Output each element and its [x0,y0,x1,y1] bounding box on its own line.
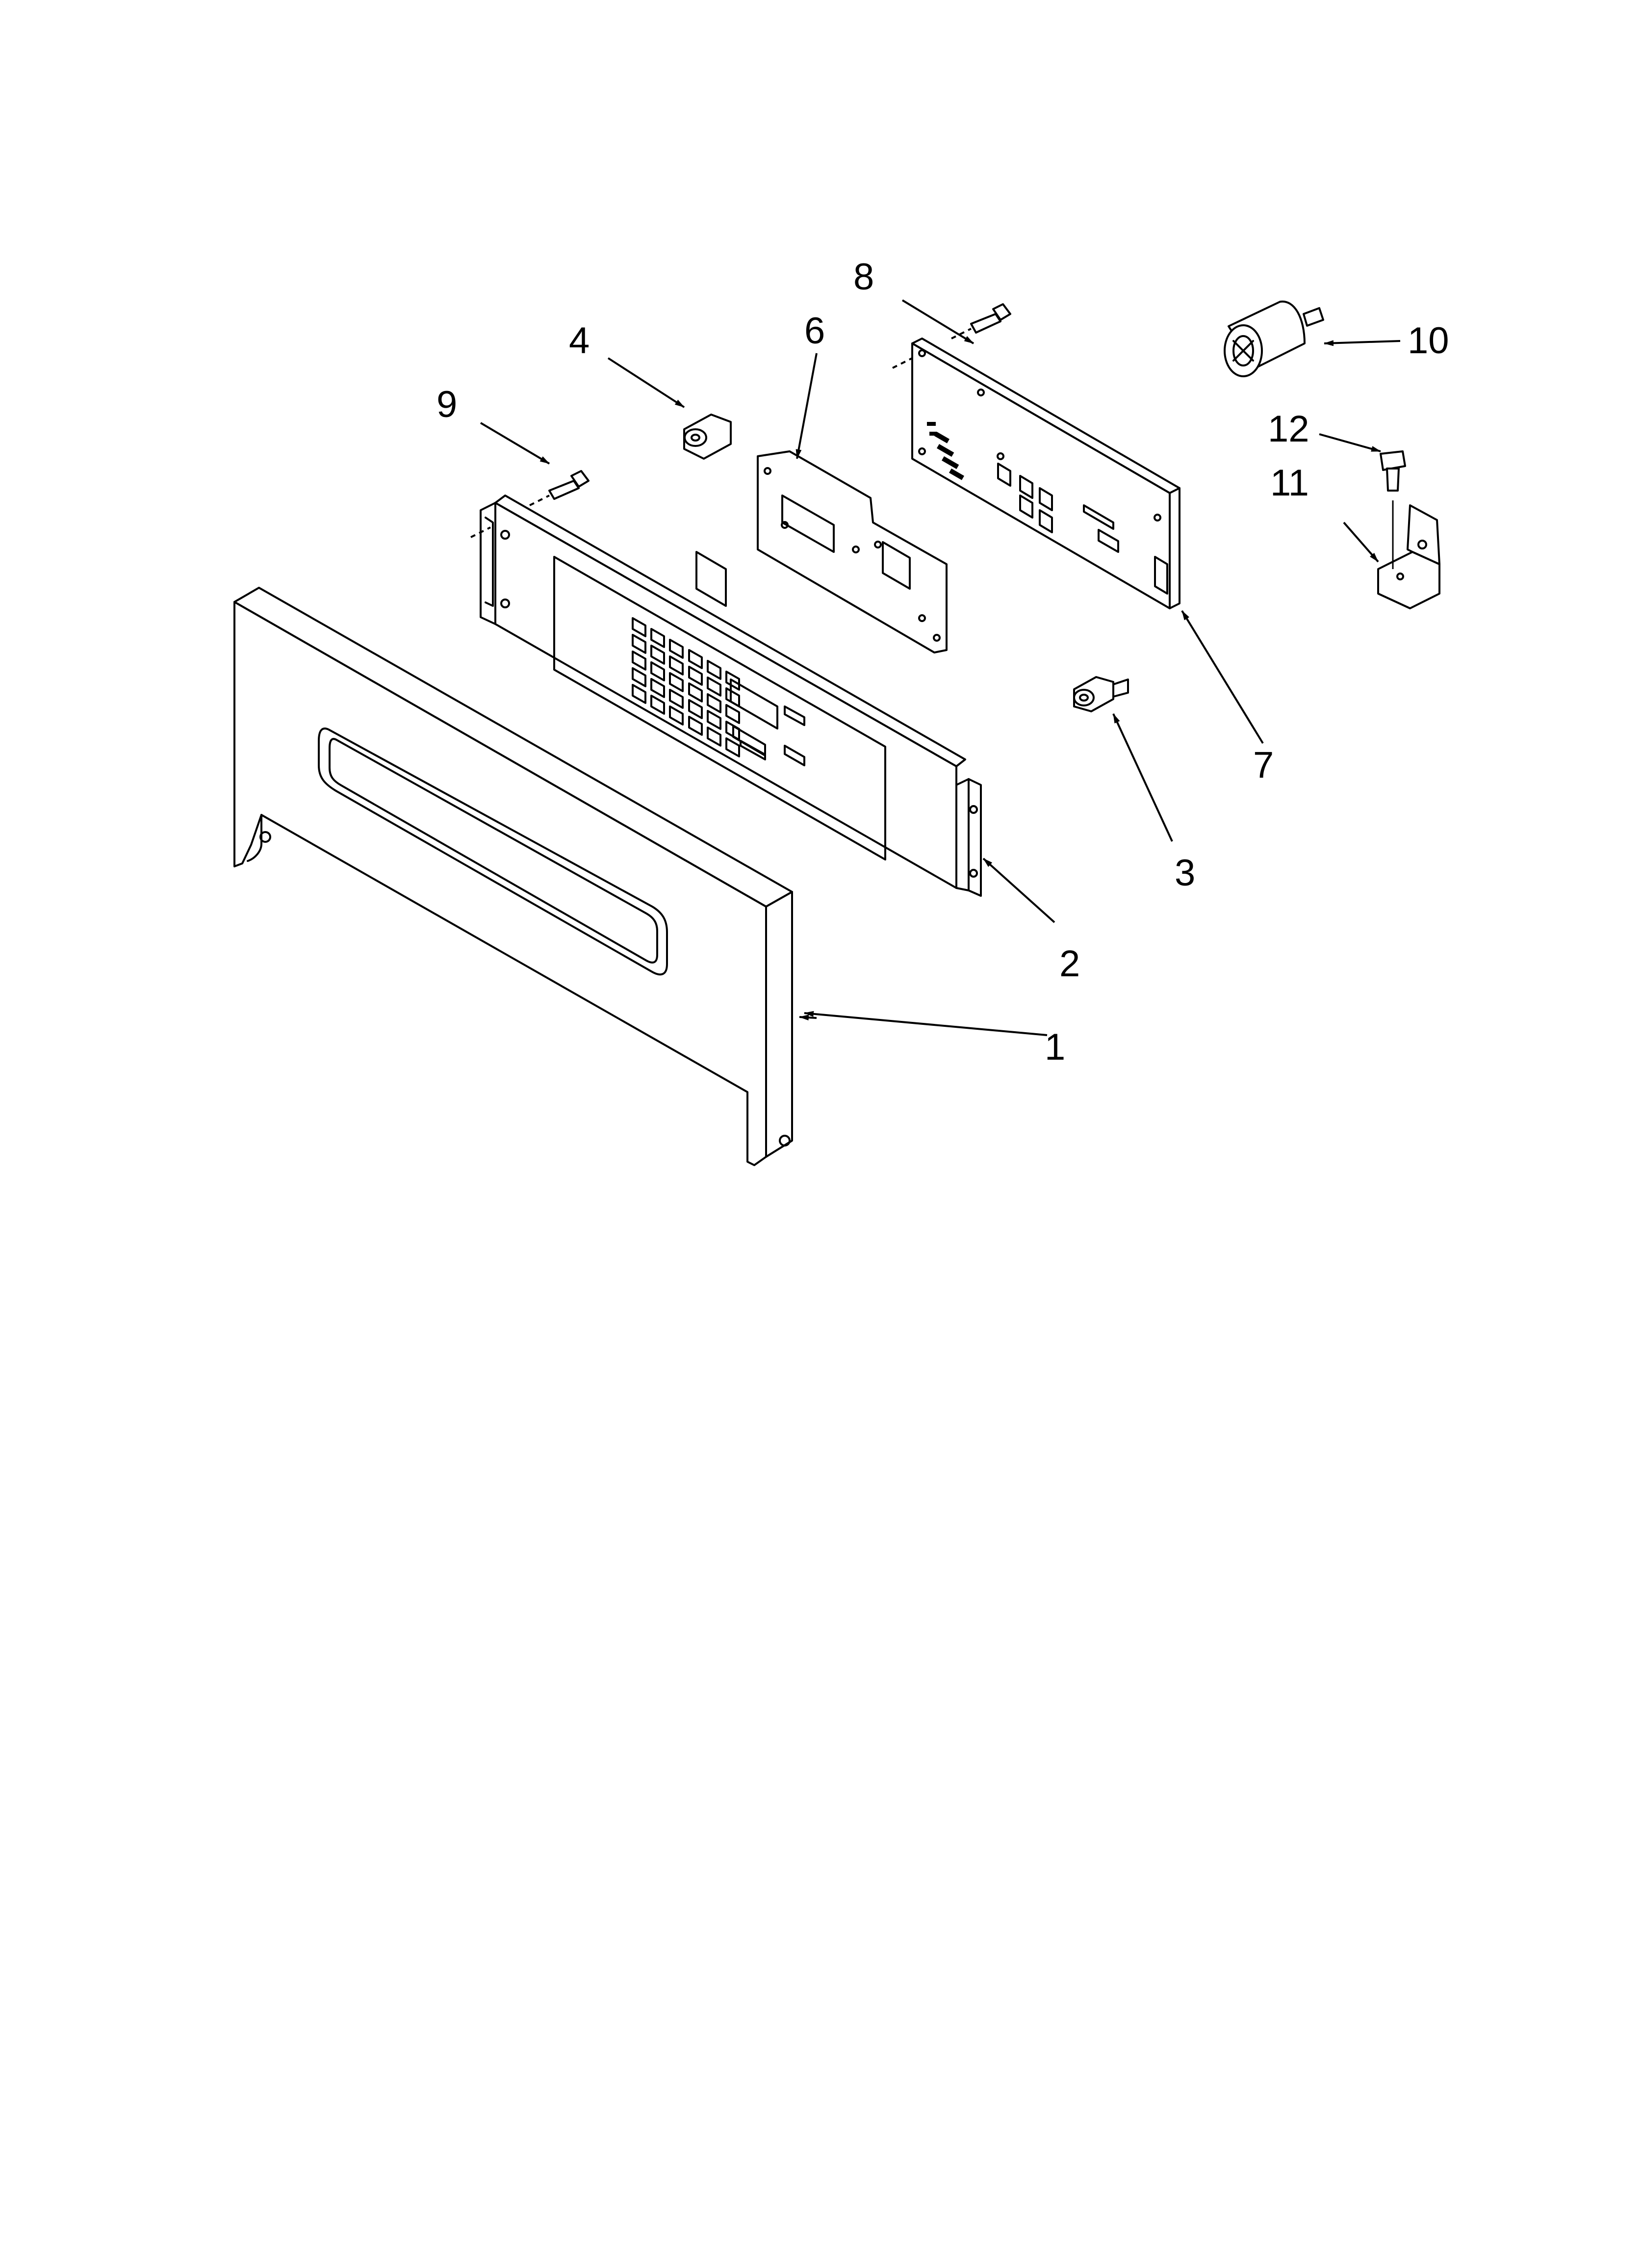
callout-10: 10 [1408,320,1449,362]
keypad-button [688,682,703,703]
part-1-console-trim [233,587,793,1166]
keypad-button [669,672,684,692]
keypad-button [669,689,684,709]
part-7-control-board [892,338,1180,609]
keypad-button [650,645,665,665]
keypad-button [650,695,665,715]
keypad-button [632,651,646,671]
callout-1: 1 [1045,1026,1065,1068]
keypad-button [688,716,703,736]
callout-6: 6 [804,310,825,352]
part-10-connector [1224,300,1324,377]
leader-lines [480,299,1401,1036]
keypad-button [688,666,703,686]
part-3-spacer [1073,676,1129,712]
part-2-control-panel [470,495,982,897]
keypad-button [632,684,646,704]
keypad-button [650,661,665,681]
keypad-button [707,660,721,680]
callout-4: 4 [569,320,590,362]
keypad-button [669,639,684,659]
keypad-button [632,634,646,654]
part-4-spacer [683,414,732,460]
part-6-panel-overlay [757,450,948,653]
keypad-button [632,617,646,637]
keypad-button [688,699,703,719]
keypad-button [707,727,721,747]
callout-7: 7 [1253,744,1274,786]
keypad-button [725,671,740,691]
part-12-screw [1380,450,1406,492]
callout-12: 12 [1268,408,1309,450]
keypad-button [650,628,665,648]
callout-3: 3 [1175,852,1195,894]
keypad-button [669,655,684,676]
keypad-button [650,678,665,698]
keypad-button [725,737,740,757]
part-8-screw [951,303,1011,339]
keypad-button [669,705,684,726]
keypad-button [707,677,721,697]
callout-9: 9 [436,384,457,425]
keypad-button [707,693,721,713]
part-11-bracket [1377,500,1440,609]
keypad-button [632,667,646,687]
callout-8: 8 [853,256,874,298]
part-9-screw [529,470,590,506]
keypad-button [725,704,740,724]
callout-11: 11 [1270,462,1309,504]
keypad-button [688,649,703,669]
keypad-button [707,710,721,730]
callout-2: 2 [1059,943,1080,985]
keypad-buttons [632,617,740,757]
